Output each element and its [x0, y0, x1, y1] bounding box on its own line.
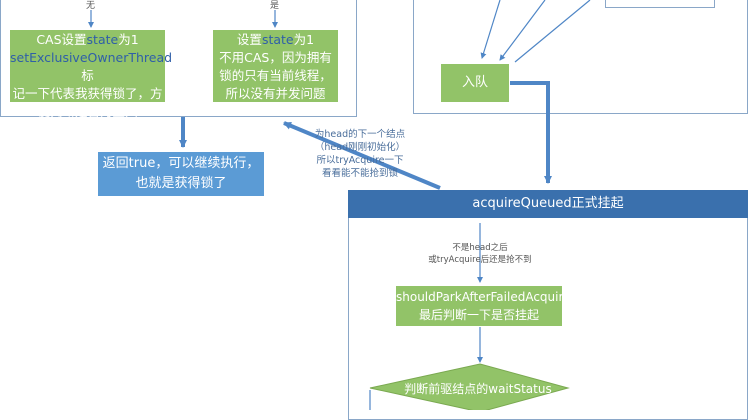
decision-label: 判断前驱结点的waitStatus	[404, 382, 552, 396]
acquire-queued-title: acquireQueued正式挂起	[472, 196, 624, 211]
no-label: 无	[86, 1, 96, 11]
head-next-note: 为head的下一个结点 （head刚刚初始化） 所以tryAcquire一下 看…	[314, 129, 406, 179]
connector-lines	[88, 0, 700, 410]
cas-set-state-box: CAS设置state为1 setExclusiveOwnerThread标 记一…	[10, 30, 173, 119]
arrow-header-to-left	[283, 121, 441, 190]
left-flow-frame	[0, 0, 357, 117]
partial-box-top-right	[605, 0, 715, 8]
decision-diamond	[369, 363, 570, 410]
set-state-no-cas-box: 设置state为1 不用CAS，因为拥有 锁的只有当前线程， 所以没有并发问题	[213, 30, 338, 102]
yes-label: 是	[270, 1, 280, 11]
enqueue-frame	[413, 0, 748, 114]
return-true-box: 返回true，可以继续执行， 也就是获得锁了	[98, 152, 264, 196]
arrow-enqueue-to-header	[510, 81, 552, 184]
enqueue-box: 入队	[441, 64, 509, 102]
acquire-queued-header: acquireQueued正式挂起	[348, 190, 748, 218]
should-park-box: shouldParkAfterFailedAcquire 最后判断一下是否挂起	[396, 286, 571, 326]
condition-note: 不是head之后 或tryAcquire后还是抢不到	[428, 243, 532, 265]
